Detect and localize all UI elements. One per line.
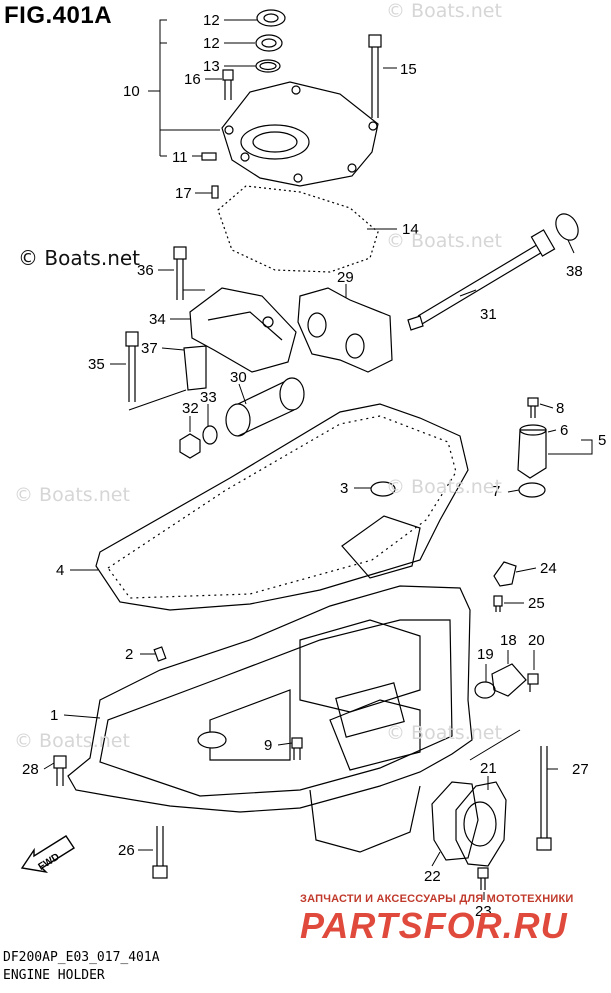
oil-pan: [67, 585, 473, 813]
washer-33: [202, 425, 218, 445]
callout-32: 32: [182, 400, 199, 417]
callout-27: 27: [572, 761, 589, 778]
callout-6: 6: [560, 422, 568, 439]
bolt-35: [125, 331, 139, 402]
oil-seal-lower: [255, 34, 283, 52]
window-frame: [335, 682, 405, 738]
bolt-31: [407, 229, 556, 331]
callout-3: 3: [340, 480, 348, 497]
leader-lines: [43, 19, 593, 900]
callout-7: 7: [492, 483, 500, 500]
callout-13: 13: [203, 58, 220, 75]
screw-2: [153, 646, 167, 662]
watermark-faint-left: © Boats.net: [14, 484, 130, 506]
bolt-23: [477, 867, 489, 890]
callout-21: 21: [480, 760, 497, 777]
gasket-14: [217, 185, 379, 273]
callout-11: 11: [172, 149, 188, 166]
washer-38: [555, 213, 579, 241]
callout-37: 37: [141, 340, 158, 357]
fwd-arrow-icon: [20, 835, 75, 874]
callout-8: 8: [556, 400, 564, 417]
callout-17: 17: [175, 185, 192, 202]
figure-title: FIG.401A: [4, 2, 113, 29]
bolt-28: [53, 755, 67, 786]
bracket-37: [183, 345, 207, 391]
callout-2: 2: [125, 646, 133, 663]
callout-16: 16: [184, 71, 201, 88]
bolt-26: [152, 826, 168, 879]
upper-cover-boss: [240, 124, 310, 160]
o-ring-7: [518, 482, 546, 498]
gasket-window: [341, 515, 421, 579]
callout-24: 24: [540, 560, 557, 577]
bolt-16: [222, 69, 234, 100]
nut-32: [179, 433, 201, 459]
callout-36: 36: [137, 262, 154, 279]
gasket-19: [474, 681, 496, 699]
callout-5: 5: [598, 432, 606, 449]
stud-11: [201, 152, 217, 161]
brand-subtitle: ЗАПЧАСТИ И АКСЕССУАРЫ ДЛЯ МОТОТЕХНИКИ: [300, 893, 574, 905]
callout-33: 33: [200, 389, 217, 406]
watermark-faint-bottom-right: © Boats.net: [386, 722, 502, 744]
callout-20: 20: [528, 632, 545, 649]
callout-14: 14: [402, 221, 419, 238]
callout-12b: 12: [203, 35, 220, 52]
callout-9: 9: [264, 737, 272, 754]
bolt-36: [173, 246, 187, 300]
bolt-15: [368, 34, 382, 118]
callout-10: 10: [123, 83, 140, 100]
bolt-20: [527, 673, 539, 692]
mount-34: [189, 287, 297, 373]
callout-23: 23: [475, 903, 492, 920]
callout-4: 4: [56, 562, 64, 579]
watermark-faint-top: © Boats.net: [386, 0, 502, 22]
watermark-main: © Boats.net: [18, 246, 141, 270]
watermark-faint-right: © Boats.net: [386, 230, 502, 252]
cover-21: [455, 781, 507, 867]
callout-1: 1: [50, 707, 58, 724]
fitting-6: [517, 424, 547, 479]
bolt-8: [527, 397, 539, 418]
gasket-4: [95, 403, 469, 611]
callout-35: 35: [88, 356, 105, 373]
brand-logo: PARTSFOR.RU: [300, 905, 568, 946]
rubber-mount-30: [225, 377, 305, 437]
callout-29: 29: [337, 269, 354, 286]
o-ring-13: [255, 59, 281, 73]
gasket-22: [431, 781, 479, 861]
oil-filler: [197, 731, 227, 749]
callout-25: 25: [528, 595, 545, 612]
cover-18: [491, 663, 527, 697]
bolt-25: [493, 595, 503, 612]
bolt-9: [291, 737, 303, 760]
callout-38: 38: [566, 263, 583, 280]
watermark-faint-mid: © Boats.net: [386, 476, 502, 498]
bolt-27: [536, 746, 552, 851]
callout-18: 18: [500, 632, 517, 649]
mount-29: [297, 287, 393, 373]
figure-name: ENGINE HOLDER: [3, 968, 105, 983]
callout-22: 22: [424, 868, 441, 885]
oil-seal-upper: [256, 9, 286, 27]
callout-12a: 12: [203, 12, 220, 29]
callout-26: 26: [118, 842, 135, 859]
o-ring-3: [370, 481, 396, 497]
callout-19: 19: [477, 646, 494, 663]
callouts: 12 12 13 16 10 15 11 17 14 36 29 38 31 3…: [22, 12, 606, 920]
watermark-faint-bottom-left: © Boats.net: [14, 730, 130, 752]
callout-30: 30: [230, 369, 247, 386]
callout-28: 28: [22, 761, 39, 778]
sensor-24: [493, 561, 517, 587]
callout-34: 34: [149, 311, 166, 328]
upper-cover: [221, 81, 379, 187]
callout-15: 15: [400, 61, 417, 78]
pin-17: [211, 185, 219, 199]
callout-31: 31: [480, 306, 497, 323]
figure-code: DF200AP_E03_017_401A: [3, 950, 160, 965]
